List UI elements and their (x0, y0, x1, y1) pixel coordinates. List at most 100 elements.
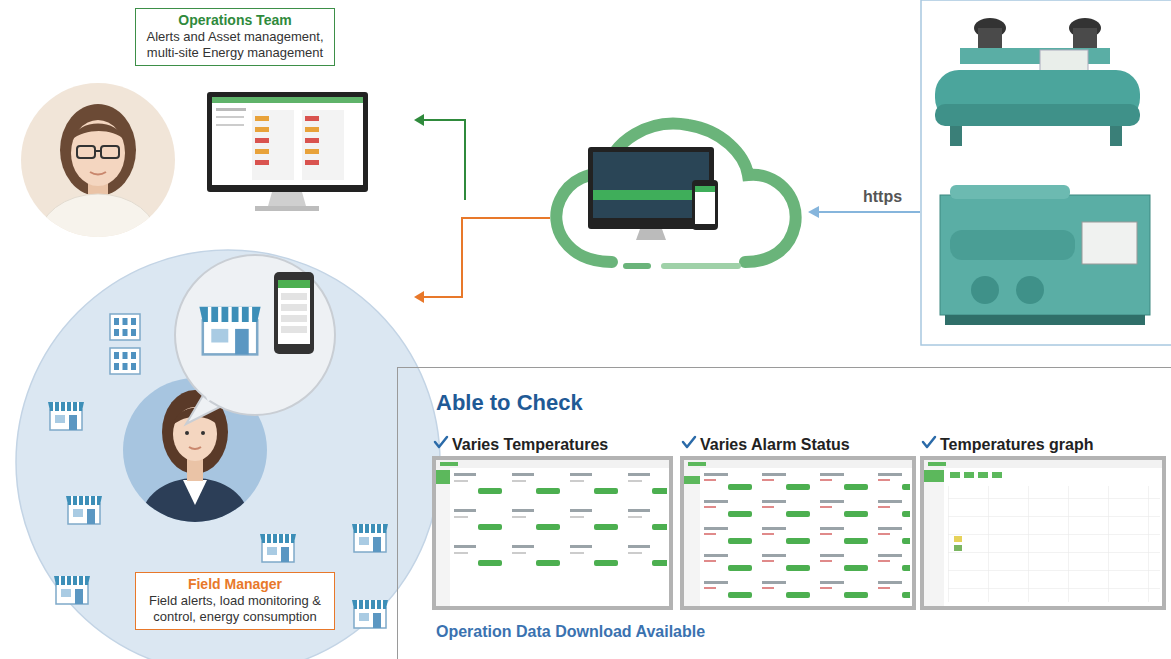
field-scene (16, 250, 440, 659)
operations-avatar (95, 150, 101, 152)
desktop-monitor (216, 108, 246, 111)
screenshot-2 (684, 460, 912, 606)
field-scene (281, 315, 307, 322)
role-description: Field alerts, load monitoring & control,… (142, 593, 328, 625)
role-description: Alerts and Asset management, multi-site … (142, 29, 328, 61)
desktop-monitor (252, 110, 294, 180)
cloud-platform (593, 152, 709, 218)
role-title: Operations Team (142, 12, 328, 29)
desktop-monitor (255, 160, 269, 165)
cloud-platform (626, 263, 648, 269)
screenshot-3 (924, 460, 1162, 468)
cloud-platform (556, 124, 795, 262)
desktop-monitor (305, 127, 319, 132)
screenshot-frame (920, 456, 1166, 610)
cloud-platform (664, 263, 738, 269)
chiller-equipment (921, 0, 1171, 345)
field-scene (281, 293, 307, 300)
flow-arrows (422, 218, 550, 297)
screenshot-2 (702, 470, 910, 605)
screenshot-1 (436, 470, 450, 484)
check-mark (435, 437, 447, 447)
field-scene (66, 496, 102, 524)
screenshot-card: Varies Temperatures (432, 434, 673, 610)
flow-arrows (414, 114, 424, 126)
screenshot-card: Varies Alarm Status (680, 434, 916, 610)
field-scene (141, 390, 249, 562)
operations-avatar (38, 104, 158, 286)
field-scene (274, 272, 314, 354)
chiller-equipment (940, 195, 1150, 315)
cloud-platform (556, 124, 795, 266)
screenshot-2 (684, 476, 700, 484)
field-scene (16, 250, 440, 659)
screenshot-3 (924, 470, 944, 482)
field-scene (185, 431, 189, 435)
role-box: Field ManagerField alerts, load monitori… (135, 572, 335, 630)
field-scene (175, 255, 335, 415)
panel-footnote: Operation Data Download Available (436, 622, 1171, 642)
protocol-label: https (861, 187, 904, 206)
chiller-equipment (921, 0, 1171, 345)
desktop-monitor (207, 92, 368, 192)
cloud-platform (695, 186, 715, 224)
chiller-equipment (978, 28, 1002, 50)
field-scene (281, 326, 307, 333)
flow-arrows (818, 211, 920, 213)
desktop-monitor (302, 110, 344, 180)
field-scene (54, 576, 90, 604)
screenshot-3 (924, 460, 1162, 606)
chiller-equipment (950, 185, 1070, 199)
check-mark (923, 437, 935, 447)
field-scene (278, 280, 310, 288)
cloud-platform (695, 186, 715, 192)
operations-avatar (101, 146, 119, 158)
screenshot-heading: Varies Temperatures (432, 434, 608, 456)
screenshot-3 (948, 486, 1160, 602)
screenshot-2 (684, 460, 912, 468)
operations-avatar (71, 124, 125, 141)
chiller-equipment (1016, 276, 1044, 304)
operations-avatar (77, 146, 95, 158)
screenshot-3 (954, 545, 962, 551)
flow-arrows (422, 120, 465, 200)
field-scene (201, 431, 205, 435)
desktop-monitor (255, 127, 269, 132)
panel-title: Able to Check (436, 390, 583, 416)
screenshot-frame (432, 456, 673, 610)
field-scene (199, 307, 260, 355)
desktop-monitor (268, 192, 306, 206)
chiller-equipment (950, 230, 1075, 260)
desktop-monitor (212, 97, 363, 185)
screenshot-3 (992, 472, 1002, 478)
screenshot-3 (924, 468, 944, 606)
field-scene (48, 402, 84, 430)
field-scene (207, 392, 224, 399)
check-panel: Able to CheckOperation Data Download Ava… (397, 367, 1171, 659)
screenshot-card: Temperatures graph (920, 434, 1166, 610)
desktop-monitor (305, 160, 319, 165)
screenshot-heading: Varies Alarm Status (680, 434, 850, 456)
field-scene (110, 348, 140, 374)
operations-avatar (21, 83, 175, 286)
desktop-monitor (255, 138, 269, 143)
chiller-equipment (1110, 126, 1122, 146)
screenshot-2 (684, 468, 700, 606)
field-scene (352, 524, 388, 552)
chiller-equipment (1073, 28, 1097, 50)
desktop-monitor (255, 116, 269, 121)
screenshot-1 (440, 462, 458, 466)
screenshot-frame (680, 456, 916, 610)
role-title: Field Manager (142, 576, 328, 593)
chiller-equipment (945, 315, 1145, 325)
flow-arrows (414, 114, 920, 303)
screenshot-2 (688, 462, 706, 466)
cloud-platform (692, 180, 718, 230)
cloud-platform (588, 147, 714, 229)
screenshot-3 (928, 462, 946, 466)
screenshot-3 (954, 536, 962, 542)
screenshot-3 (950, 472, 960, 478)
